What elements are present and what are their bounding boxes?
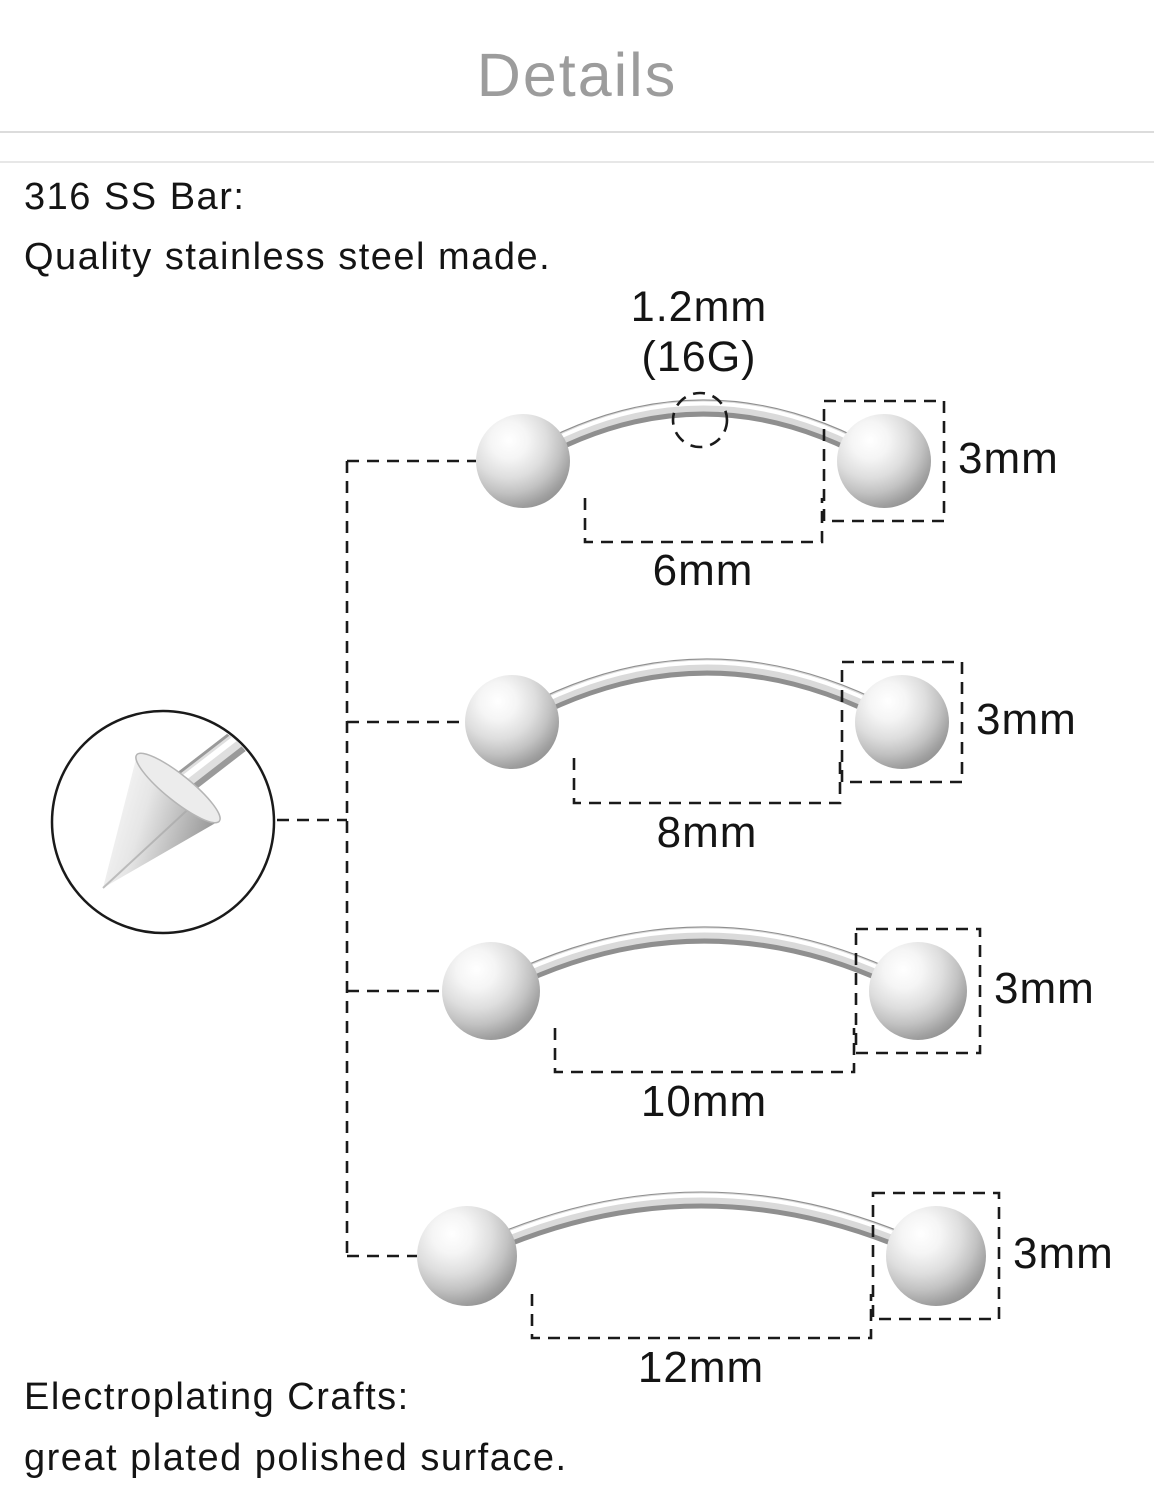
ball	[417, 1206, 517, 1306]
barbell-row-4	[417, 1191, 986, 1306]
ball-size-dashed-box	[822, 399, 946, 523]
ball	[886, 1206, 986, 1306]
spike-cone	[103, 755, 219, 888]
spike-cone-base	[135, 752, 221, 824]
bar-length-dashed-bracket	[572, 758, 842, 805]
barbell-row-2	[465, 658, 949, 769]
ball-size-dashed-box	[854, 927, 982, 1055]
bar-length-label-row-1: 6mm	[652, 546, 754, 595]
gauge-size-label: 1.2mm	[630, 283, 768, 331]
gauge-dashed-circle	[671, 391, 729, 449]
gauge-label: (16G)	[641, 333, 757, 381]
ball	[465, 675, 559, 769]
ball	[855, 675, 949, 769]
material-note-line2: Quality stainless steel made.	[24, 236, 552, 278]
barbell-row-2-annotations	[572, 660, 964, 805]
bar-length-label-row-4: 12mm	[637, 1343, 765, 1392]
barbell-row-1-annotations	[583, 391, 946, 544]
bar-length-dashed-bracket	[553, 1028, 856, 1074]
ball-size-label-row-4: 3mm	[1013, 1229, 1114, 1278]
ball	[837, 414, 931, 508]
ball-size-dashed-box	[840, 660, 964, 784]
ball	[442, 942, 540, 1040]
bar-length-label-row-2: 8mm	[656, 808, 758, 857]
ball-size-label-row-2: 3mm	[976, 695, 1077, 744]
bar-length-dashed-bracket	[530, 1294, 873, 1340]
spike-detail-circle	[50, 709, 276, 935]
bar-length-label-row-3: 10mm	[640, 1077, 768, 1126]
ball-size-label-row-3: 3mm	[994, 964, 1095, 1013]
ball	[476, 414, 570, 508]
page-title: Details	[476, 41, 678, 109]
barbell-row-4-annotations	[530, 1191, 1001, 1340]
material-note-line1: 316 SS Bar:	[24, 176, 246, 218]
ball	[869, 942, 967, 1040]
connector-dashed-lines	[277, 459, 476, 1258]
ball-size-dashed-box	[871, 1191, 1001, 1321]
craft-note-line2: great plated polished surface.	[24, 1437, 568, 1479]
barbell-row-3	[442, 926, 967, 1040]
divider-top-2	[0, 161, 1154, 163]
barbell-row-3-annotations	[553, 927, 982, 1074]
craft-note-line1: Electroplating Crafts:	[24, 1376, 410, 1418]
ball-size-label-row-1: 3mm	[958, 434, 1059, 483]
barbell-row-1	[476, 399, 931, 508]
divider-top-1	[0, 131, 1154, 133]
bar-length-dashed-bracket	[583, 498, 824, 544]
